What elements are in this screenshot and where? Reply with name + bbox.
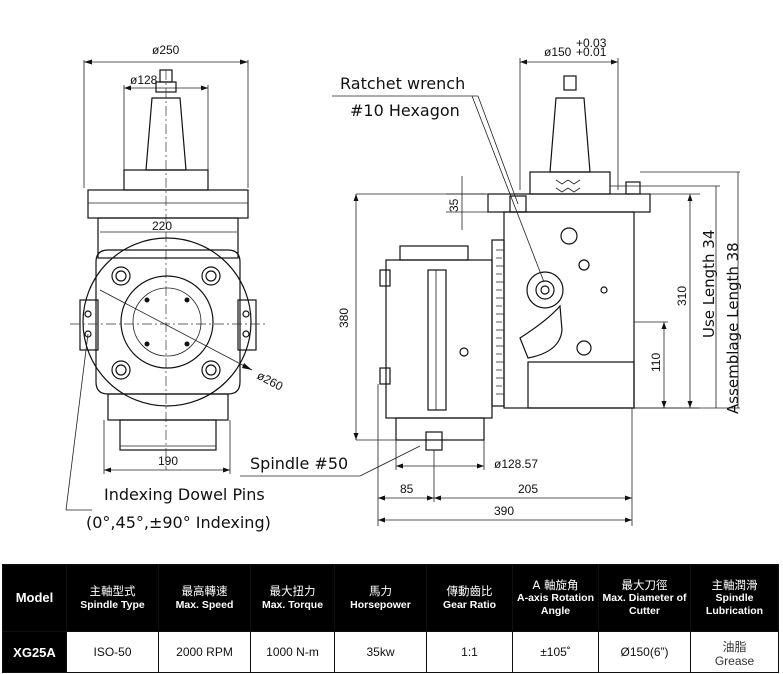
dim-110: 110	[649, 353, 663, 372]
cell-max-speed: 2000 RPM	[158, 631, 251, 673]
dim-spindle-diameter: ø150	[544, 45, 572, 59]
front-view: ø250 ø128 220	[65, 43, 286, 511]
dim-35: 35	[447, 198, 461, 212]
dim-bottom: 190	[158, 454, 178, 468]
dim-85: 85	[400, 482, 414, 496]
header-model: Model	[2, 564, 67, 632]
cell-rotation-angle: ±105˚	[512, 631, 599, 673]
side-view: ø150 +0.03 +0.01 35	[240, 36, 742, 526]
callout-indexing-angles: (0°,45°,±90° Indexing)	[86, 513, 271, 532]
callout-spindle: Spindle #50	[250, 454, 348, 473]
cell-max-cutter: Ø150(6”)	[598, 631, 691, 673]
dim-390: 390	[494, 504, 514, 518]
cell-gear-ratio: 1:1	[426, 631, 513, 673]
cell-horsepower: 35kw	[334, 631, 427, 673]
dim-205: 205	[518, 482, 538, 496]
callout-ratchet-wrench: Ratchet wrench	[340, 74, 465, 93]
dim-tol-upper: +0.03	[576, 36, 607, 50]
dim-310: 310	[675, 286, 689, 306]
dim-380: 380	[337, 308, 351, 328]
dim-flange-diameter: ø260	[255, 368, 286, 393]
dim-tol-lower: +0.01	[576, 45, 607, 59]
cell-model: XG25A	[2, 631, 67, 673]
dim-outer-diameter: ø250	[152, 43, 180, 57]
dim-holder-diameter: ø128	[130, 73, 158, 87]
use-length: Use Length 34	[700, 230, 718, 338]
spec-data-row: XG25A ISO-50 2000 RPM 1000 N-m 35kw 1:1 …	[2, 631, 779, 673]
cell-max-torque: 1000 N-m	[250, 631, 335, 673]
technical-drawing: ø250 ø128 220	[65, 36, 742, 532]
dim-128-57: ø128.57	[494, 457, 538, 471]
cell-spindle-type: ISO-50	[66, 631, 159, 673]
callout-indexing-dowel-pins: Indexing Dowel Pins	[104, 485, 265, 504]
callout-hexagon: #10 Hexagon	[350, 101, 460, 120]
assemblage-length: Assemblage Length 38	[724, 242, 742, 414]
dim-width-top: 220	[152, 219, 172, 233]
